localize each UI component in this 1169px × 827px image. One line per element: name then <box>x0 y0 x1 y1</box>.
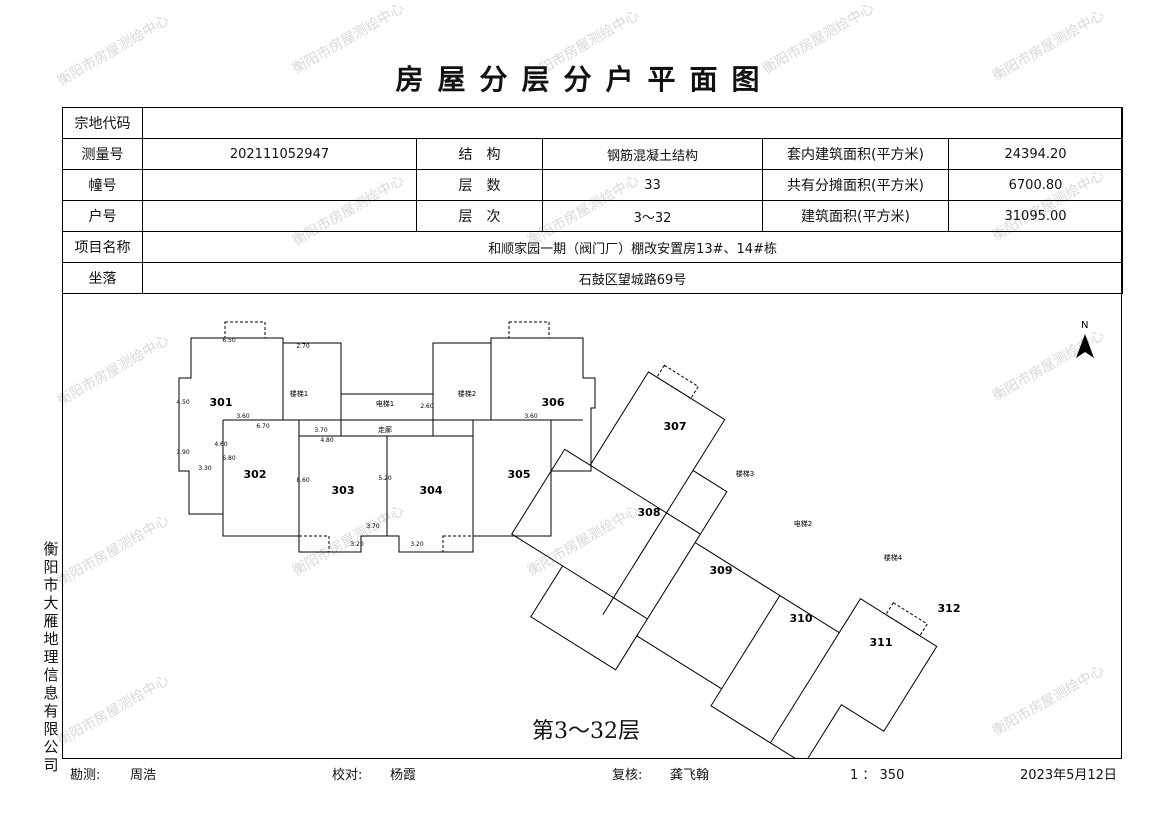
unit-no-label: 户号 <box>62 200 143 232</box>
building-area-value: 31095.00 <box>947 200 1124 232</box>
parcel-code-label: 宗地代码 <box>62 107 143 139</box>
dimension-label: 3.60 <box>236 413 250 420</box>
unit-outline <box>178 337 596 553</box>
date-label: 2023年5月12日 <box>1020 768 1117 783</box>
unit-outline <box>511 371 938 758</box>
structure-value: 钢筋混凝土结构 <box>542 138 763 170</box>
info-table: 宗地代码 测量号 202111052947 结 构 钢筋混凝土结构 套内建筑面积… <box>62 107 1124 294</box>
dimension-label: 6.80 <box>222 455 236 462</box>
checker-label: 校对: <box>332 768 363 783</box>
dimension-label: 2.60 <box>420 403 434 410</box>
north-arrow-icon <box>1076 334 1094 358</box>
north-label: N <box>1081 320 1088 331</box>
floors-value: 33 <box>542 169 763 201</box>
unit-label: 311 <box>870 636 893 649</box>
floor-plan: N 301 302 303 304 305 306 307 308 309 31… <box>176 320 1094 758</box>
unit-label: 303 <box>332 484 355 497</box>
unit-label: 305 <box>508 468 531 481</box>
building-area-label: 建筑面积(平方米) <box>762 200 949 232</box>
floor-range-label: 层 次 <box>416 200 543 232</box>
elevator-label: 电梯1 <box>376 399 394 408</box>
surveyor-label: 勘测: <box>70 768 101 783</box>
checker-name: 杨霞 <box>390 768 417 783</box>
survey-no-label: 测量号 <box>62 138 143 170</box>
shared-area-label: 共有分摊面积(平方米) <box>762 169 949 201</box>
unit-label: 301 <box>210 396 233 409</box>
dimension-label: 3.70 <box>366 523 380 530</box>
unit-label: 312 <box>938 602 961 615</box>
info-row-survey: 测量号 202111052947 结 构 钢筋混凝土结构 套内建筑面积(平方米)… <box>62 138 1124 170</box>
project-value: 和顺家园一期（阀门厂）棚改安置房13#、14#栋 <box>141 231 1124 263</box>
unit-label: 304 <box>420 484 443 497</box>
location-value: 石鼓区望城路69号 <box>141 262 1124 294</box>
reviewer-label: 复核: <box>612 768 643 783</box>
dimension-label: 2.70 <box>296 343 310 350</box>
info-row-location: 坐落 石鼓区望城路69号 <box>62 262 1124 294</box>
dimension-label: 4.80 <box>320 437 334 444</box>
dimension-label: 8.60 <box>296 477 310 484</box>
scale-label: 1 ： 350 <box>850 768 905 783</box>
building-no-label: 幢号 <box>62 169 143 201</box>
building-no-value <box>142 169 417 201</box>
stair-label: 楼梯4 <box>884 553 903 562</box>
unit-label: 309 <box>710 564 733 577</box>
location-label: 坐落 <box>62 262 143 294</box>
structure-label: 结 构 <box>416 138 543 170</box>
unit-label: 308 <box>638 506 661 519</box>
dimension-label: 3.90 <box>176 449 190 456</box>
stair-label: 楼梯2 <box>458 389 476 398</box>
parcel-code-value <box>141 107 1124 139</box>
inner-area-value: 24394.20 <box>947 138 1124 170</box>
stair-label: 楼梯1 <box>290 389 308 398</box>
info-row-parcel: 宗地代码 <box>62 107 1124 139</box>
unit-label: 310 <box>790 612 813 625</box>
surveyor-name: 周浩 <box>130 768 157 783</box>
dimension-label: 6.50 <box>222 337 236 344</box>
page-title: 房屋分层分户平面图 <box>395 63 774 96</box>
dimension-label: 3.30 <box>198 465 212 472</box>
floors-label: 层 数 <box>416 169 543 201</box>
shared-area-value: 6700.80 <box>947 169 1124 201</box>
dimension-label: 4.60 <box>214 441 228 448</box>
org-name-vertical: 衡阳市大雁地理信息有限公司 <box>43 540 59 774</box>
unit-label: 306 <box>542 396 565 409</box>
survey-no-value: 202111052947 <box>142 138 417 170</box>
unit-label: 307 <box>664 420 687 433</box>
dimension-label: 3.20 <box>410 541 424 548</box>
dimension-label: 5.20 <box>378 475 392 482</box>
project-label: 项目名称 <box>62 231 143 263</box>
info-row-unit: 户号 层 次 3～32 建筑面积(平方米) 31095.00 <box>62 200 1124 232</box>
dimension-label: 3.60 <box>524 413 538 420</box>
dimension-label: 3.70 <box>314 427 328 434</box>
corridor-label: 走廊 <box>378 425 392 434</box>
elevator-label: 电梯2 <box>794 519 812 528</box>
unit-no-value <box>142 200 417 232</box>
dimension-label: 4.50 <box>176 399 190 406</box>
info-row-building: 幢号 层 数 33 共有分摊面积(平方米) 6700.80 <box>62 169 1124 201</box>
reviewer-name: 龚飞翰 <box>670 768 710 783</box>
info-row-project: 项目名称 和顺家园一期（阀门厂）棚改安置房13#、14#栋 <box>62 231 1124 263</box>
dimension-label: 6.70 <box>256 423 270 430</box>
stair-label: 楼梯3 <box>736 469 754 478</box>
inner-area-label: 套内建筑面积(平方米) <box>762 138 949 170</box>
dimension-label: 3.20 <box>350 541 364 548</box>
unit-label: 302 <box>244 468 267 481</box>
floor-label: 第3～32层 <box>532 719 640 744</box>
floor-range-value: 3～32 <box>542 200 763 232</box>
